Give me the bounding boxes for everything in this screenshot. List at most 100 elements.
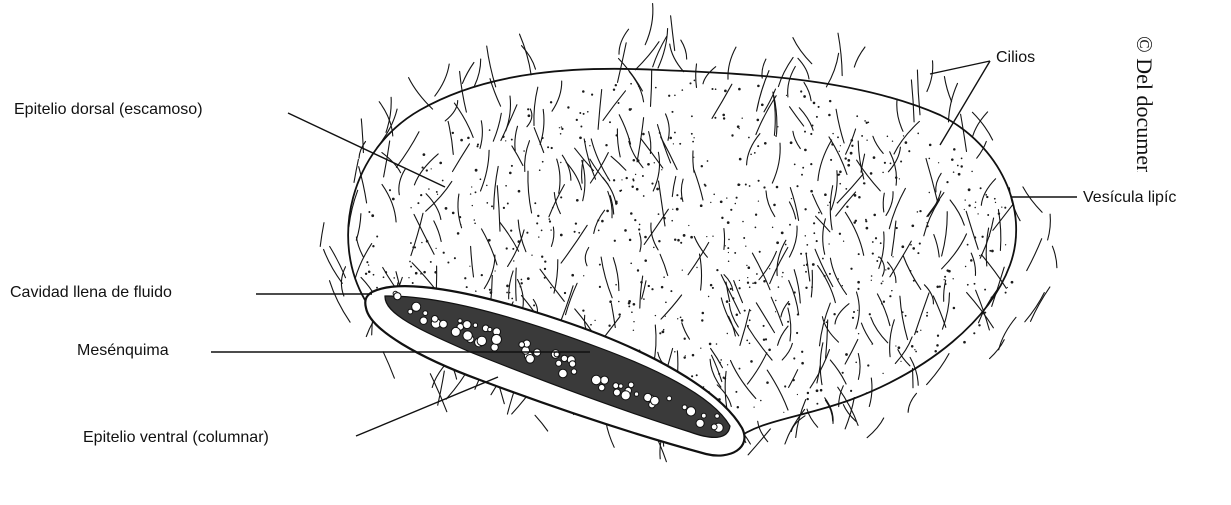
stipple-dot (739, 280, 740, 281)
cilium (661, 137, 678, 170)
stipple-dot (934, 350, 937, 353)
cilium (501, 105, 517, 141)
stipple-dot (591, 94, 593, 96)
cilium (435, 64, 449, 96)
cilium (1048, 214, 1051, 240)
stipple-dot (642, 133, 645, 136)
cilium (894, 121, 919, 154)
cilium (976, 290, 990, 330)
cilium (515, 126, 518, 150)
stipple-dot (410, 207, 411, 208)
cilium (888, 262, 896, 283)
stipple-dot (998, 213, 1000, 215)
stipple-dot (929, 192, 930, 193)
stipple-dot (548, 218, 550, 220)
stipple-dot (676, 194, 678, 196)
stipple-dot (683, 356, 685, 358)
stipple-dot (776, 241, 779, 244)
cilium (629, 72, 643, 102)
stipple-dot (781, 232, 784, 235)
stipple-dot (368, 211, 370, 213)
cilium (877, 294, 890, 326)
cilium (770, 248, 788, 284)
cilium (651, 70, 652, 107)
stipple-dot (713, 194, 715, 196)
stipple-dot (866, 122, 868, 124)
stipple-dot (730, 288, 732, 290)
stipple-dot (840, 145, 841, 146)
stipple-dot (728, 252, 729, 253)
stipple-dot (454, 257, 456, 259)
stipple-dot (510, 230, 512, 232)
stipple-dot (521, 279, 523, 281)
mesenchyme-cell (686, 407, 695, 416)
cilium (857, 160, 881, 191)
stipple-dot (680, 242, 682, 244)
stipple-dot (471, 186, 472, 187)
stipple-dot (911, 345, 914, 348)
stipple-dot (775, 311, 776, 312)
cilium (944, 77, 951, 102)
stipple-dot (544, 268, 546, 270)
stipple-dot (852, 317, 854, 319)
stipple-dot (583, 113, 585, 115)
stipple-dot (730, 209, 732, 211)
cilium (917, 70, 920, 115)
stipple-dot (426, 169, 428, 171)
mesenchyme-cell (634, 392, 638, 396)
stipple-dot (887, 136, 889, 138)
stipple-dot (567, 106, 569, 108)
mesenchyme-cell (682, 405, 687, 410)
stipple-dot (789, 224, 791, 226)
stipple-dot (920, 330, 921, 331)
stipple-dot (521, 282, 523, 284)
stipple-dot (638, 228, 640, 230)
stipple-dot (807, 398, 809, 400)
stipple-dot (884, 162, 886, 164)
cilium (458, 194, 462, 228)
stipple-dot (875, 237, 877, 239)
mesenchyme-cell (432, 316, 439, 323)
cilium (993, 204, 1014, 231)
cilium (603, 91, 626, 121)
stipple-dot (845, 188, 847, 190)
stipple-dot (480, 178, 482, 180)
stipple-dot (775, 135, 777, 137)
stipple-dot (952, 278, 953, 279)
cilium (480, 121, 482, 149)
stipple-dot (684, 338, 686, 340)
cilium (942, 212, 948, 256)
stipple-dot (368, 264, 369, 265)
stipple-dot (702, 312, 705, 315)
stipple-dot (722, 114, 725, 117)
stipple-dot (759, 251, 761, 253)
stipple-dot (822, 258, 824, 260)
stipple-dot (837, 136, 839, 138)
stipple-dot (816, 403, 818, 405)
stipple-dot (749, 342, 751, 344)
mesenchyme-cell (559, 369, 568, 378)
stipple-dot (989, 250, 991, 252)
stipple-dot (474, 222, 476, 224)
stipple-dot (847, 159, 850, 162)
stipple-dot (913, 280, 915, 282)
label-epitelio-dorsal: Epitelio dorsal (escamoso) (14, 101, 203, 119)
stipple-dot (578, 232, 580, 234)
cilium (972, 112, 992, 140)
stipple-dot (898, 346, 901, 349)
stipple-dot (734, 252, 736, 254)
stipple-dot (827, 205, 828, 206)
cilium (414, 154, 438, 185)
stipple-dot (467, 137, 470, 140)
stipple-dot (599, 286, 601, 288)
cilium (818, 266, 836, 303)
stipple-dot (739, 368, 741, 370)
stipple-dot (677, 318, 678, 319)
cilium (789, 370, 798, 388)
stipple-dot (415, 272, 418, 275)
stipple-dot (905, 141, 908, 144)
stipple-dot (489, 129, 491, 131)
stipple-dot (857, 310, 858, 311)
stipple-dot (676, 208, 679, 211)
cilium (934, 235, 939, 257)
